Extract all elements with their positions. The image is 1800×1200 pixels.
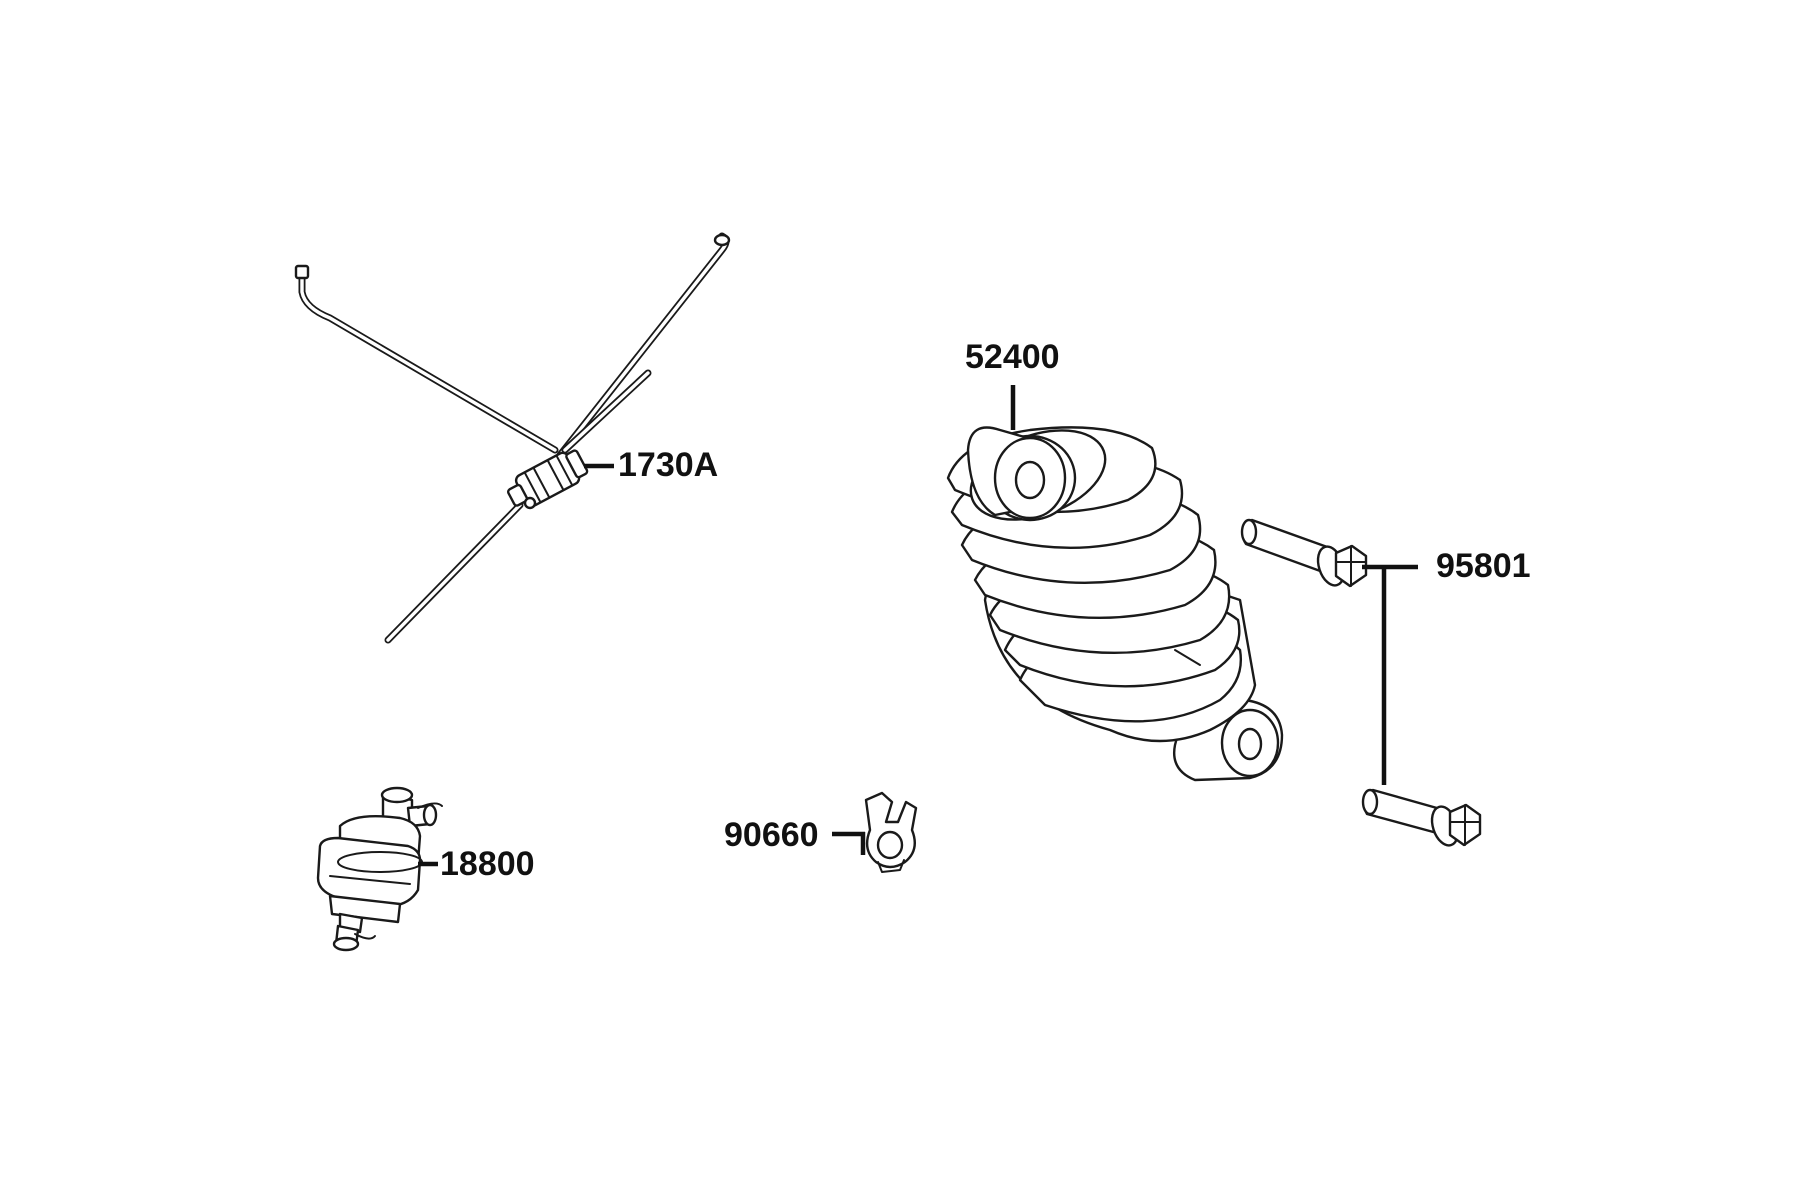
callout-90660: 90660 <box>724 816 819 854</box>
callout-18800: 18800 <box>440 845 535 883</box>
bolt-95801-lower <box>1361 788 1482 847</box>
shock-absorber-52400 <box>946 426 1284 782</box>
callout-95801: 95801 <box>1436 547 1531 585</box>
hose-assembly-1730a <box>294 232 731 644</box>
callout-1730a: 1730A <box>618 446 719 484</box>
valve-18800 <box>316 786 443 952</box>
bolt-95801-upper <box>1240 518 1368 588</box>
callout-52400: 52400 <box>965 338 1060 376</box>
clip-90660 <box>864 791 918 873</box>
